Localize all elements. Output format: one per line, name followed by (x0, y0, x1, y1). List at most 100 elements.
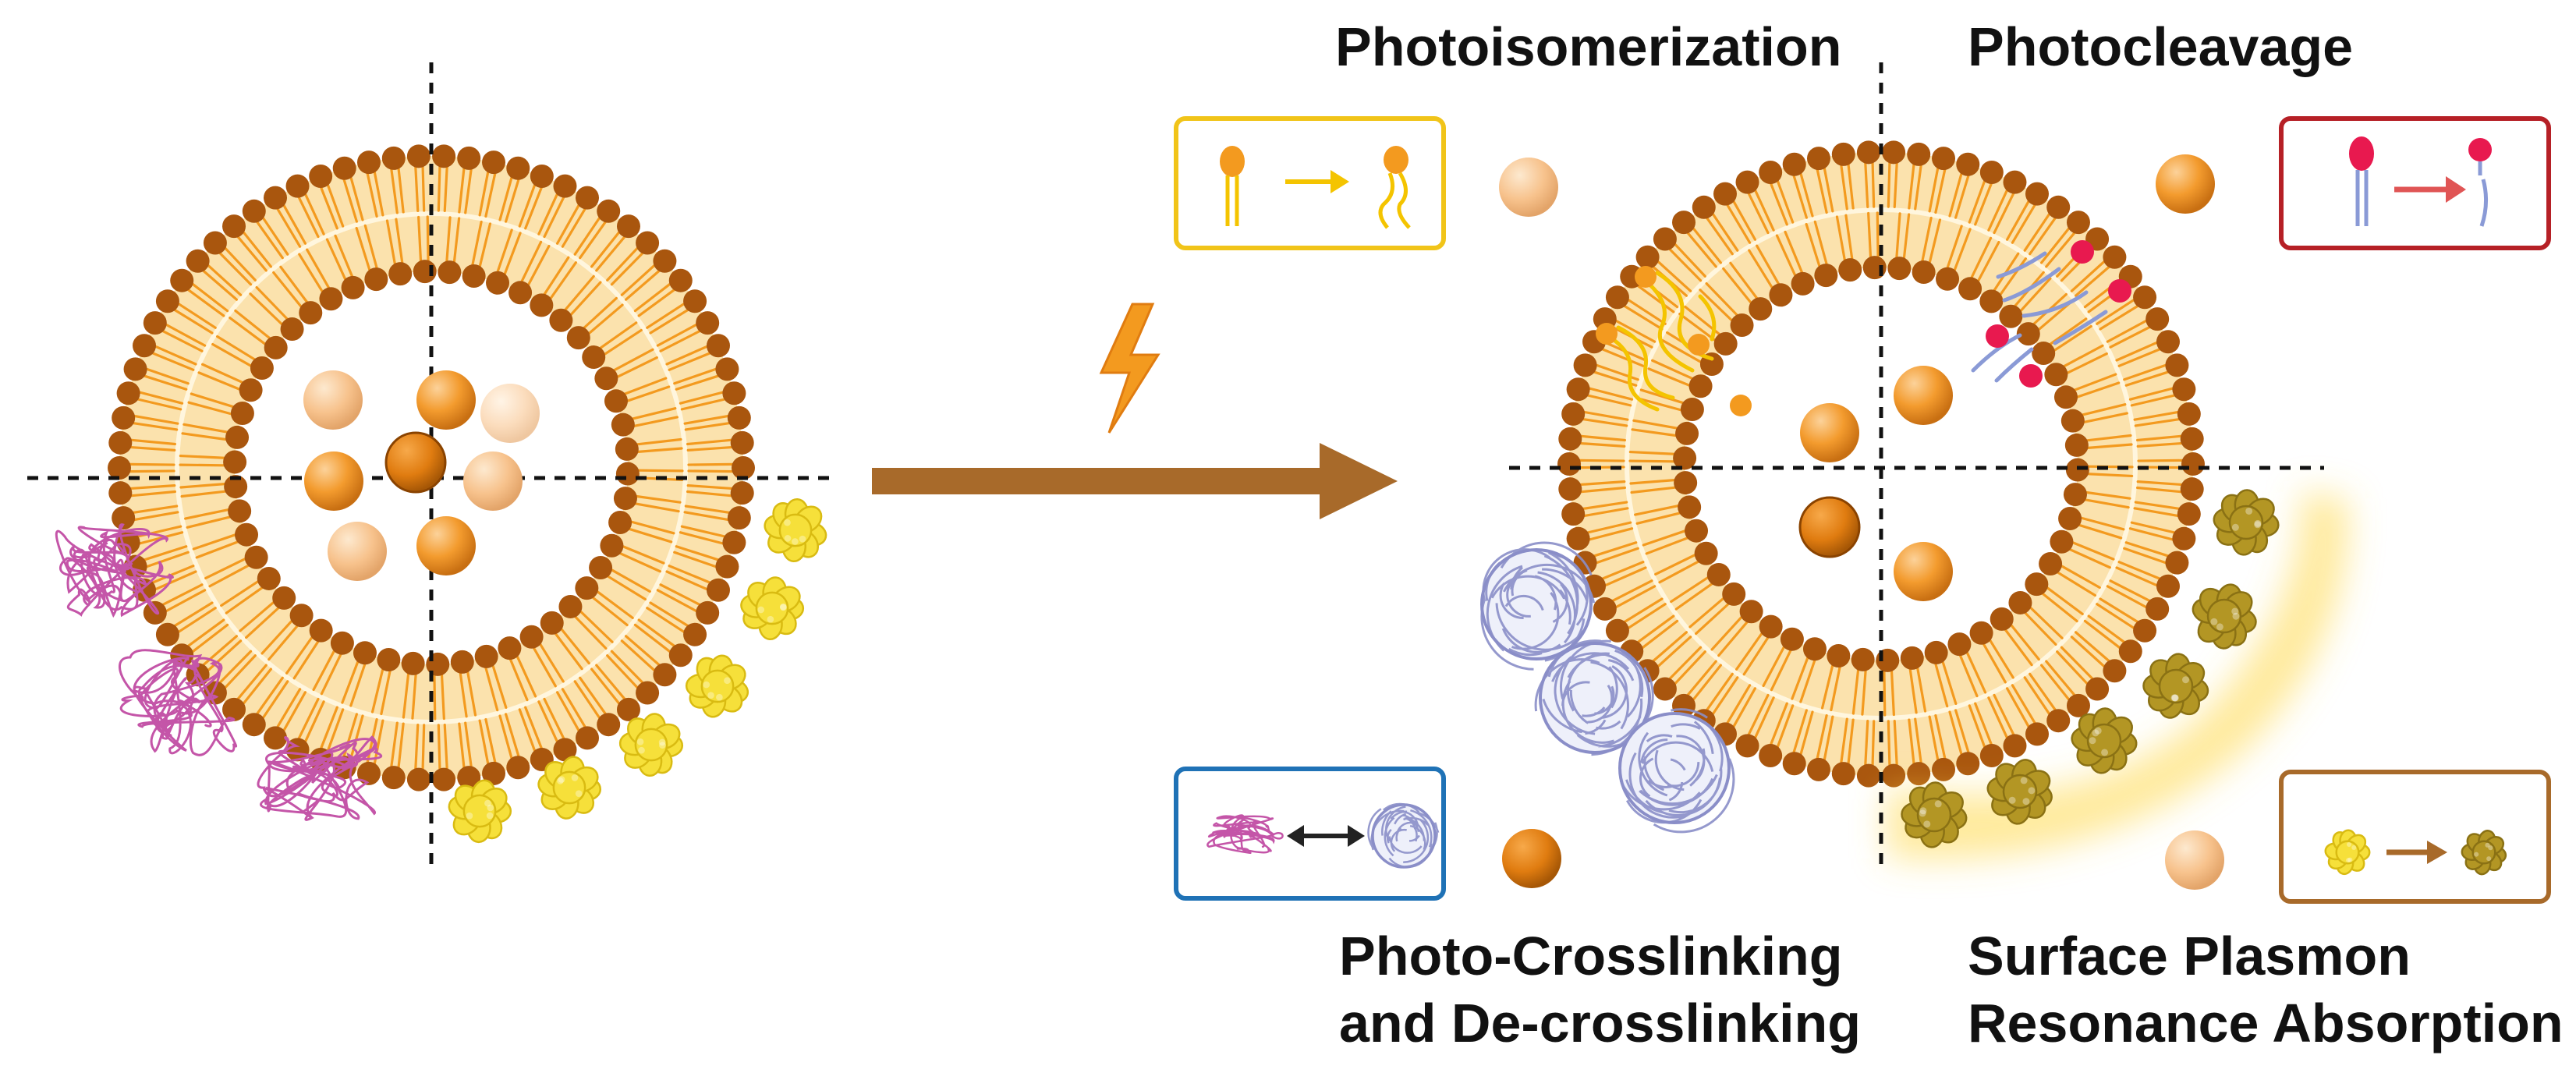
lipid-head (1924, 640, 1948, 664)
membrane-bilayer (1569, 152, 2193, 776)
lipid-head (730, 430, 754, 455)
lipid-head (1558, 427, 1582, 451)
membrane-bilayer (119, 156, 743, 780)
lipid-head (1713, 331, 1738, 356)
lipid-head (597, 713, 621, 737)
lipid-head (2177, 402, 2201, 426)
gold-cluster (764, 498, 827, 563)
lipid-head (506, 156, 530, 180)
lipid-head (486, 271, 510, 295)
lipid-head (2165, 353, 2189, 377)
lipid-head (615, 437, 639, 461)
lipid-head (566, 326, 590, 350)
lipid-head (377, 648, 401, 672)
lipid-head (696, 600, 720, 625)
gold-cluster (1901, 781, 1968, 848)
lipid-head (2050, 529, 2074, 554)
lipid-head (457, 766, 481, 790)
lipid-head (2044, 363, 2068, 387)
lipid-head (341, 275, 365, 299)
liposome-before (108, 144, 755, 791)
lipid-head (1956, 752, 1980, 776)
lipid-head (155, 289, 179, 313)
lipid-head (1566, 526, 1590, 551)
lipid-head (1759, 614, 1783, 639)
lipid-head (696, 311, 720, 335)
lipid-head (553, 174, 577, 198)
lipid-head (2172, 377, 2196, 402)
lipid-head (1806, 147, 1830, 171)
lipid-head (1672, 693, 1696, 717)
lipid-head (112, 405, 136, 430)
lipid-head (582, 345, 606, 370)
lipid-head (438, 260, 462, 285)
lipid-head (2025, 722, 2049, 746)
label-crosslinking-line1: Photo-Crosslinking (1339, 926, 1843, 986)
lipid-head (1814, 264, 1838, 288)
lipid-head (2063, 483, 2087, 507)
lipid-head (1932, 147, 1956, 171)
intact-lipid-icon (2349, 136, 2374, 226)
cargo-molecules-right (1798, 366, 1953, 601)
lightning-bolt-icon (1099, 303, 1160, 434)
cargo-sphere (463, 451, 523, 511)
lipid-head (530, 164, 554, 188)
lipid-head (498, 636, 522, 660)
lipid-head (108, 430, 133, 455)
gold-cluster (2192, 583, 2257, 650)
lipid-head (653, 249, 677, 273)
lipid-head (1979, 289, 2004, 313)
lipid-head (1672, 211, 1696, 235)
lipid-head (223, 450, 247, 474)
lipid-head (1675, 421, 1699, 445)
lipid-head (636, 681, 660, 705)
lipid-head (2103, 245, 2127, 269)
lipid-head (1969, 621, 1993, 645)
lipid-head (1999, 304, 2023, 328)
lipid-head (309, 164, 333, 188)
crosslinked-polymers (1480, 541, 1735, 834)
polymer-strand-icon (1207, 814, 1284, 854)
right-arrow-icon (2386, 841, 2447, 864)
cargo-sphere (1502, 829, 1561, 888)
lipid-head (1561, 502, 1586, 526)
lipid-head (2066, 693, 2090, 717)
label-photocleavage: Photocleavage (1968, 16, 2354, 77)
lipid-head (1769, 283, 1793, 307)
uncrosslinked-polymers (55, 523, 383, 821)
lipid-head (722, 530, 746, 554)
lipid-head (330, 631, 354, 655)
gold-cluster (448, 779, 512, 844)
lipid-head (356, 761, 381, 785)
lipid-head (604, 389, 628, 413)
lipid-head (519, 625, 544, 649)
lipid-head (1782, 752, 1806, 776)
lipid-head (264, 726, 287, 750)
lipid-head (600, 533, 624, 558)
lipid-head (2177, 502, 2201, 526)
lipid-head (1706, 562, 1731, 586)
gold-cluster (618, 713, 684, 777)
lipid-head (1958, 277, 1982, 301)
polymer-chain (55, 523, 174, 618)
lipid-head (1605, 618, 1629, 643)
lipid-head (668, 268, 693, 292)
cleavage-legend-box (2279, 116, 2551, 250)
lipid-head (2118, 639, 2142, 664)
lipid-head (1887, 257, 1912, 281)
lipid-head (1673, 446, 1697, 470)
lipid-head (1907, 142, 1931, 166)
cargo-sphere (416, 370, 476, 430)
lipid-head (727, 506, 751, 530)
lipid-head (576, 186, 599, 210)
cargo-sphere (1894, 366, 1953, 425)
lipid-head (615, 462, 640, 486)
lipid-head (683, 289, 707, 313)
lipid-head (653, 663, 677, 687)
lipid-head (506, 756, 530, 780)
lipid-head (683, 622, 707, 646)
lipid-head (2180, 477, 2204, 501)
polymer-chain (119, 649, 238, 756)
cargo-sphere (2165, 830, 2224, 890)
